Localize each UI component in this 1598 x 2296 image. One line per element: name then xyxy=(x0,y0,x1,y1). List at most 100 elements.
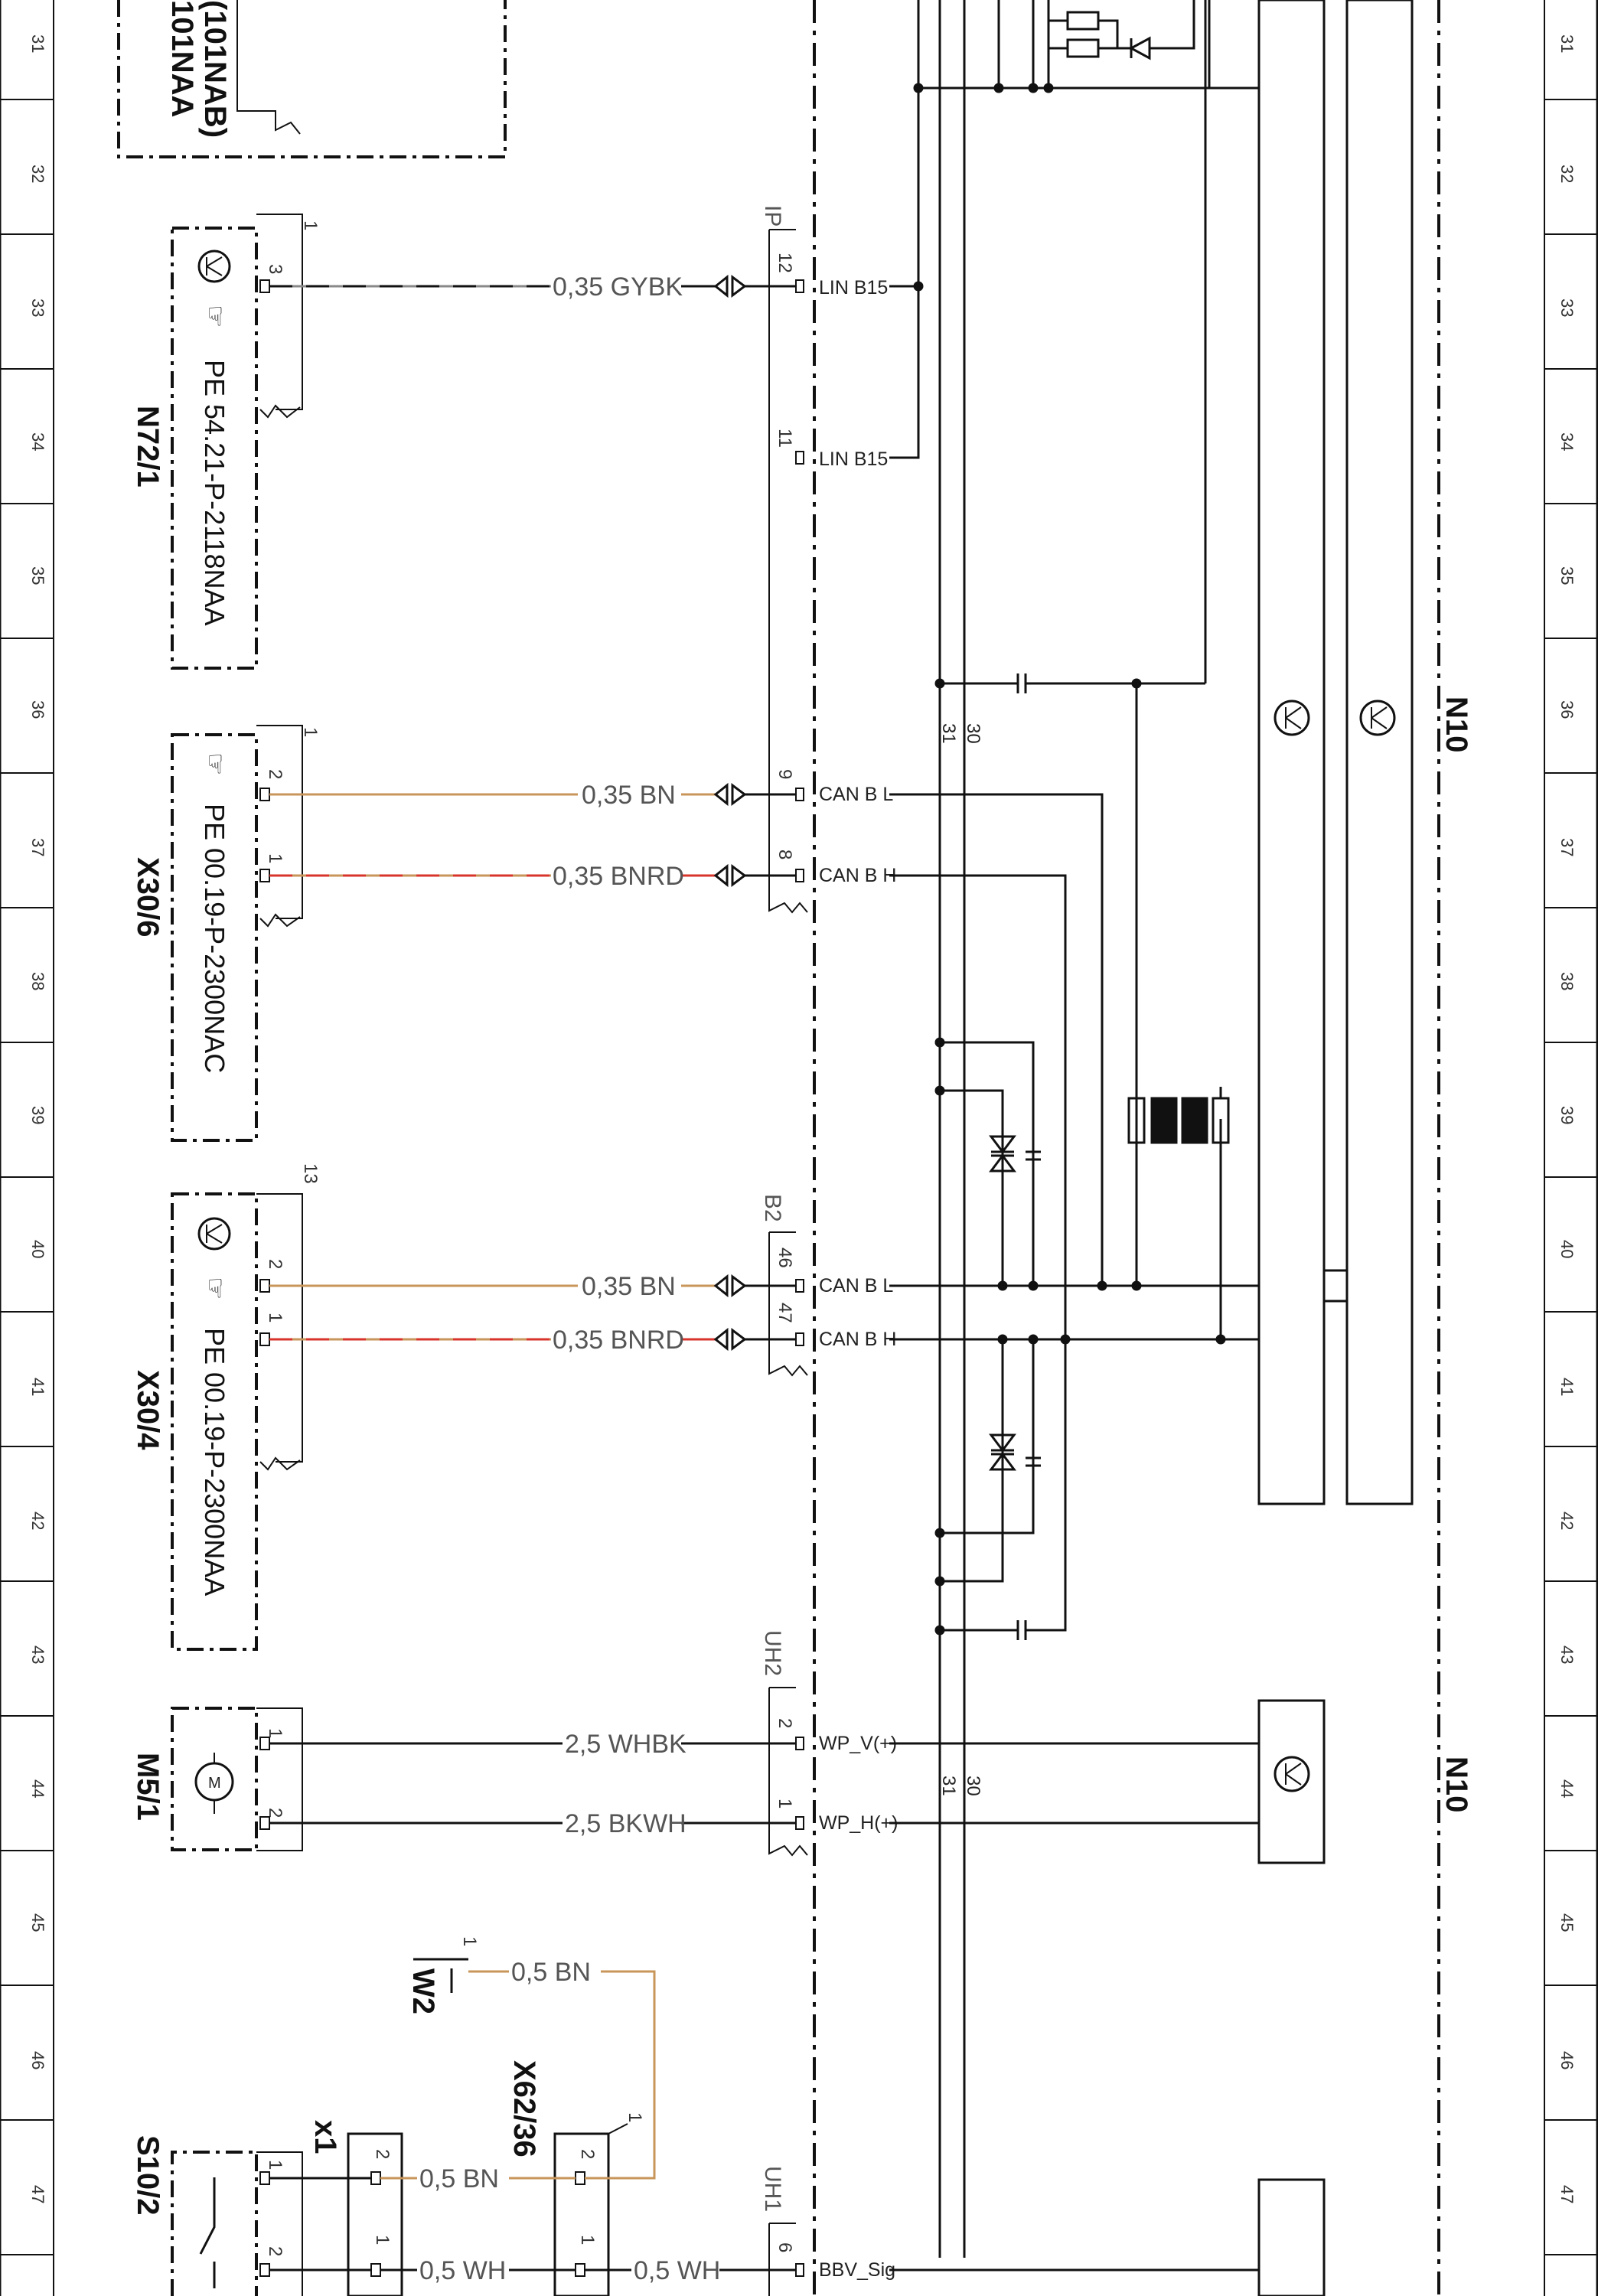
row-number: 40 xyxy=(1557,1240,1577,1258)
inline-connector-icons xyxy=(704,274,796,1352)
row-number: 32 xyxy=(28,165,47,183)
component-x30-4: ☞ PE 00.19-P-2300NAA X30/4 13 2 1 xyxy=(131,1163,321,1651)
common-mode-choke-icon xyxy=(1127,1087,1230,1339)
wire-label: 0,35 BN xyxy=(582,1272,676,1301)
row-number: 41 xyxy=(1557,1378,1577,1396)
connector-uh2: UH2 2 1 xyxy=(760,1630,808,1857)
pin-number: 13 xyxy=(300,1163,321,1184)
signal-label: CAN B H xyxy=(819,1329,896,1350)
component-ref-label: X30/6 xyxy=(131,857,165,938)
wire-label: 0,5 WH xyxy=(634,2256,720,2285)
wire-label: 0,35 BNRD xyxy=(553,862,684,891)
row-number: 42 xyxy=(1557,1512,1577,1530)
row-numbers-left: 31 32 33 34 35 36 37 38 39 40 41 42 43 4… xyxy=(28,34,47,2203)
row-number: 32 xyxy=(1557,165,1577,183)
row-number: 37 xyxy=(28,838,47,856)
pin-number: 11 xyxy=(775,429,795,448)
partial-component-label: 101NAA xyxy=(165,0,199,117)
component-ref-label: W2 xyxy=(406,1968,440,2014)
wire-label: 2,5 BKWH xyxy=(565,1809,686,1838)
bus-labels: 31 30 31 30 xyxy=(938,723,983,1796)
signal-label: LIN B15 xyxy=(819,277,888,298)
module-ref-label: N10 xyxy=(1440,1756,1473,1812)
row-numbers-right: 31 32 33 34 35 36 37 38 39 40 41 42 43 4… xyxy=(1557,34,1577,2203)
row-number: 39 xyxy=(1557,1106,1577,1124)
component-s10-2: S10/2 1 2 xyxy=(131,2135,303,2296)
pin-number: 9 xyxy=(775,769,795,779)
pin-number: 1 xyxy=(625,2112,645,2122)
component-w2: W2 1 xyxy=(406,1936,480,2014)
row-number: 45 xyxy=(1557,1913,1577,1932)
pin-number: 2 xyxy=(265,2246,285,2256)
row-number: 47 xyxy=(1557,2185,1577,2203)
wire-labels: 0,35 GYBK 0,35 BN 0,35 BNRD 0,35 BN 0,35… xyxy=(419,272,720,2285)
wires xyxy=(269,285,796,2272)
row-number: 33 xyxy=(28,298,47,317)
row-number: 47 xyxy=(28,2185,47,2203)
pin-number: 1 xyxy=(265,1728,285,1738)
pin-number: 6 xyxy=(775,2242,795,2252)
plug-socket-icon xyxy=(713,863,747,888)
row-number: 33 xyxy=(1557,298,1577,317)
tvs-diode-icon xyxy=(989,1433,1041,1471)
pin-number: 8 xyxy=(775,850,795,859)
connector-label: IP xyxy=(760,205,785,227)
bus-label: 30 xyxy=(963,723,983,744)
right-ruler xyxy=(1544,0,1598,2296)
connector-b2: B2 46 47 xyxy=(760,1194,808,1377)
pin-number: 2 xyxy=(265,1808,285,1818)
row-number: 37 xyxy=(1557,838,1577,856)
signal-label: LIN B15 xyxy=(819,448,888,470)
partial-component-label: (101NAB) xyxy=(198,0,232,138)
connector-uh1: UH1 6 xyxy=(760,2166,796,2296)
row-number: 39 xyxy=(28,1106,47,1124)
signal-label: CAN B L xyxy=(819,784,893,805)
transistor-icon xyxy=(1274,700,1310,736)
wire-label: 2,5 WHBK xyxy=(565,1730,686,1759)
pin-number: 47 xyxy=(775,1303,795,1323)
row-number: 36 xyxy=(28,700,47,719)
pin-number: 3 xyxy=(265,264,285,274)
tvs-diode-icon xyxy=(989,1135,1041,1172)
module-ref-label: N10 xyxy=(1440,696,1473,752)
row-number: 43 xyxy=(1557,1645,1577,1664)
top-partial-component: 101NAA (101NAB) xyxy=(117,0,507,158)
switch-icon xyxy=(199,2177,216,2288)
signal-label: CAN B L xyxy=(819,1275,893,1296)
pin-number: 1 xyxy=(577,2235,598,2245)
pin-number: 1 xyxy=(775,1799,795,1808)
component-ref-label: X30/4 xyxy=(131,1370,165,1450)
row-number: 35 xyxy=(1557,566,1577,585)
row-number: 36 xyxy=(1557,700,1577,719)
pin-number: 1 xyxy=(265,853,285,863)
component-ref-label: N72/1 xyxy=(131,406,165,488)
plug-socket-icon xyxy=(713,1274,747,1298)
connector-ip: IP 12 11 9 8 xyxy=(760,205,808,914)
signal-label: WP_H(+) xyxy=(819,1812,898,1834)
pin-number: 1 xyxy=(459,1936,480,1946)
wire-label: 0,35 GYBK xyxy=(553,272,683,302)
row-number: 43 xyxy=(28,1645,47,1664)
component-m5-1: M M5/1 1 2 xyxy=(131,1707,303,1851)
plug-socket-icon xyxy=(713,782,747,807)
transistor-icon xyxy=(1359,700,1396,736)
connector-label: UH1 xyxy=(760,2166,785,2212)
transistor-icon xyxy=(197,1217,231,1251)
component-ref-label: M5/1 xyxy=(131,1753,165,1821)
row-number: 34 xyxy=(28,432,47,451)
row-number: 44 xyxy=(28,1779,47,1798)
plug-socket-icon xyxy=(713,1327,747,1352)
hand-pointer-icon: ☞ xyxy=(201,752,230,775)
svg-text:M: M xyxy=(208,1775,221,1792)
row-number: 46 xyxy=(1557,2051,1577,2069)
component-n72-1: ☞ PE 54.21-P-2118NAA N72/1 1 3 xyxy=(131,214,321,670)
row-number: 34 xyxy=(1557,432,1577,451)
row-number: 42 xyxy=(28,1512,47,1530)
left-ruler xyxy=(0,0,54,2296)
pin-number: 2 xyxy=(577,2149,598,2159)
component-document-ref: PE 54.21-P-2118NAA xyxy=(199,360,230,626)
row-number: 41 xyxy=(28,1378,47,1396)
component-ref-label: S10/2 xyxy=(131,2135,165,2216)
pin-number: 2 xyxy=(265,1259,285,1269)
